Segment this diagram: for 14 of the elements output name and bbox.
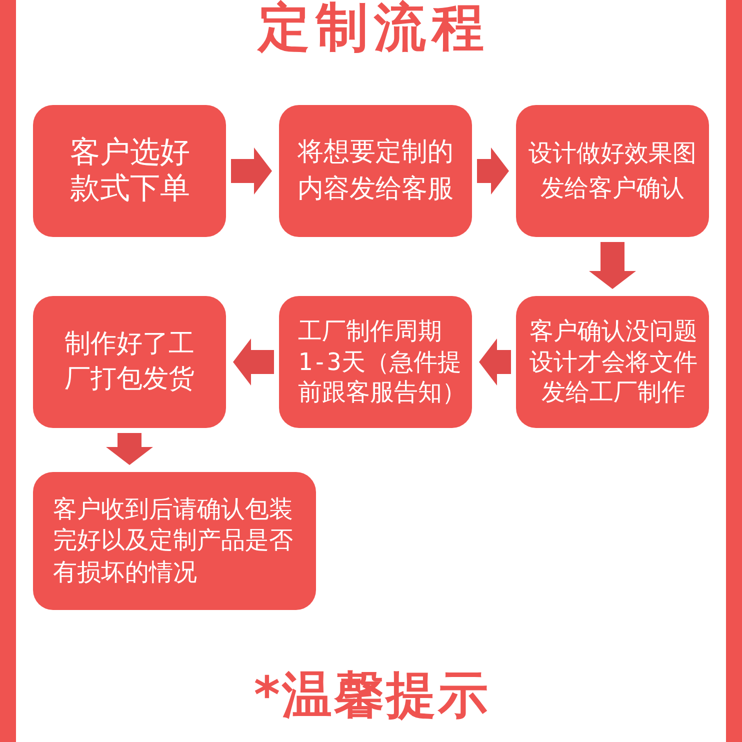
- arrow: [477, 148, 509, 194]
- process-box: 设计做好效果图发给客户确认: [516, 105, 709, 237]
- arrow: [231, 148, 272, 194]
- arrow: [233, 338, 274, 386]
- arrow: [589, 242, 636, 289]
- arrow: [106, 433, 153, 465]
- process-box: 客户确认没问题设计才会将文件发给工厂制作: [516, 296, 709, 428]
- process-box: 工厂制作周期1-3天（急件提前跟客服告知）: [279, 296, 472, 428]
- process-box: 制作好了工厂打包发货: [33, 296, 226, 428]
- process-box: 将想要定制的内容发给客服: [279, 105, 472, 237]
- section-heading: *温馨提示: [254, 670, 490, 720]
- arrow: [479, 338, 511, 386]
- process-box: 客户选好款式下单: [33, 105, 226, 237]
- process-box: 客户收到后请确认包装完好以及定制产品是否有损坏的情况: [33, 472, 316, 610]
